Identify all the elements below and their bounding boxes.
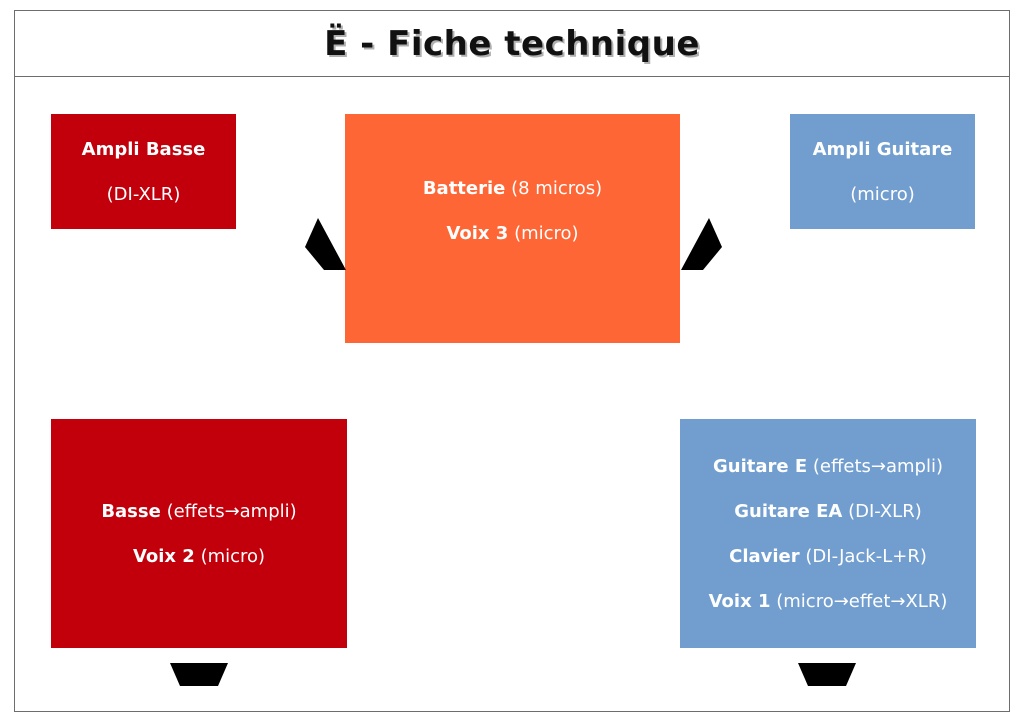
amp-guitar-detail: (micro) — [850, 183, 915, 205]
drums-line: Batterie (8 micros) — [423, 166, 602, 211]
voice2-label: Voix 2 — [132, 545, 195, 567]
amp-guitar-box: Ampli Guitare (micro) — [790, 114, 975, 229]
voice2-line: Voix 2 (micro) — [133, 534, 265, 579]
stage-plot-frame: Ë - Fiche technique — [14, 10, 1010, 712]
amp-bass-detail: (DI-XLR) — [106, 183, 181, 205]
bass-label: Basse — [101, 500, 161, 522]
guitar-e-label: Guitare E — [712, 455, 808, 477]
floor-monitor-icon-drums-right — [681, 218, 722, 270]
voice3-label: Voix 3 — [446, 222, 509, 244]
guitar-e-detail: (effets→ampli) — [812, 455, 943, 477]
drums-box: Batterie (8 micros) Voix 3 (micro) — [345, 114, 680, 343]
guitar-ea-detail: (DI-XLR) — [848, 500, 922, 522]
voice1-label: Voix 1 — [708, 590, 771, 612]
guitar-e-line: Guitare E (effets→ampli) — [713, 444, 943, 489]
floor-monitor-icon-guitar — [798, 663, 856, 686]
guitar-ea-label: Guitare EA — [734, 500, 843, 522]
drums-detail: (8 micros) — [511, 177, 603, 199]
bass-detail: (effets→ampli) — [166, 500, 297, 522]
page-title: Ë - Fiche technique — [324, 23, 700, 64]
floor-monitor-icon-drums-left — [305, 218, 346, 270]
title-bar: Ë - Fiche technique — [15, 11, 1009, 77]
amp-guitar-label: Ampli Guitare — [812, 138, 953, 160]
voice3-detail: (micro) — [514, 222, 579, 244]
keyboard-detail: (DI-Jack-L+R) — [805, 545, 927, 567]
bass-station-box: Basse (effets→ampli) Voix 2 (micro) — [51, 419, 347, 648]
voice2-detail: (micro) — [200, 545, 266, 567]
guitar-station-box: Guitare E (effets→ampli) Guitare EA (DI-… — [680, 419, 976, 648]
keyboard-line: Clavier (DI-Jack-L+R) — [729, 534, 927, 579]
amp-bass-box: Ampli Basse (DI-XLR) — [51, 114, 236, 229]
drums-label: Batterie — [422, 177, 506, 199]
guitar-ea-line: Guitare EA (DI-XLR) — [734, 489, 922, 534]
keyboard-label: Clavier — [729, 545, 800, 567]
amp-bass-label: Ampli Basse — [81, 138, 206, 160]
floor-monitor-icon-bass — [170, 663, 228, 686]
voice1-line: Voix 1 (micro→effet→XLR) — [709, 579, 948, 624]
voice3-line: Voix 3 (micro) — [446, 211, 578, 256]
voice1-detail: (micro→effet→XLR) — [776, 590, 948, 612]
bass-line: Basse (effets→ampli) — [101, 489, 296, 534]
